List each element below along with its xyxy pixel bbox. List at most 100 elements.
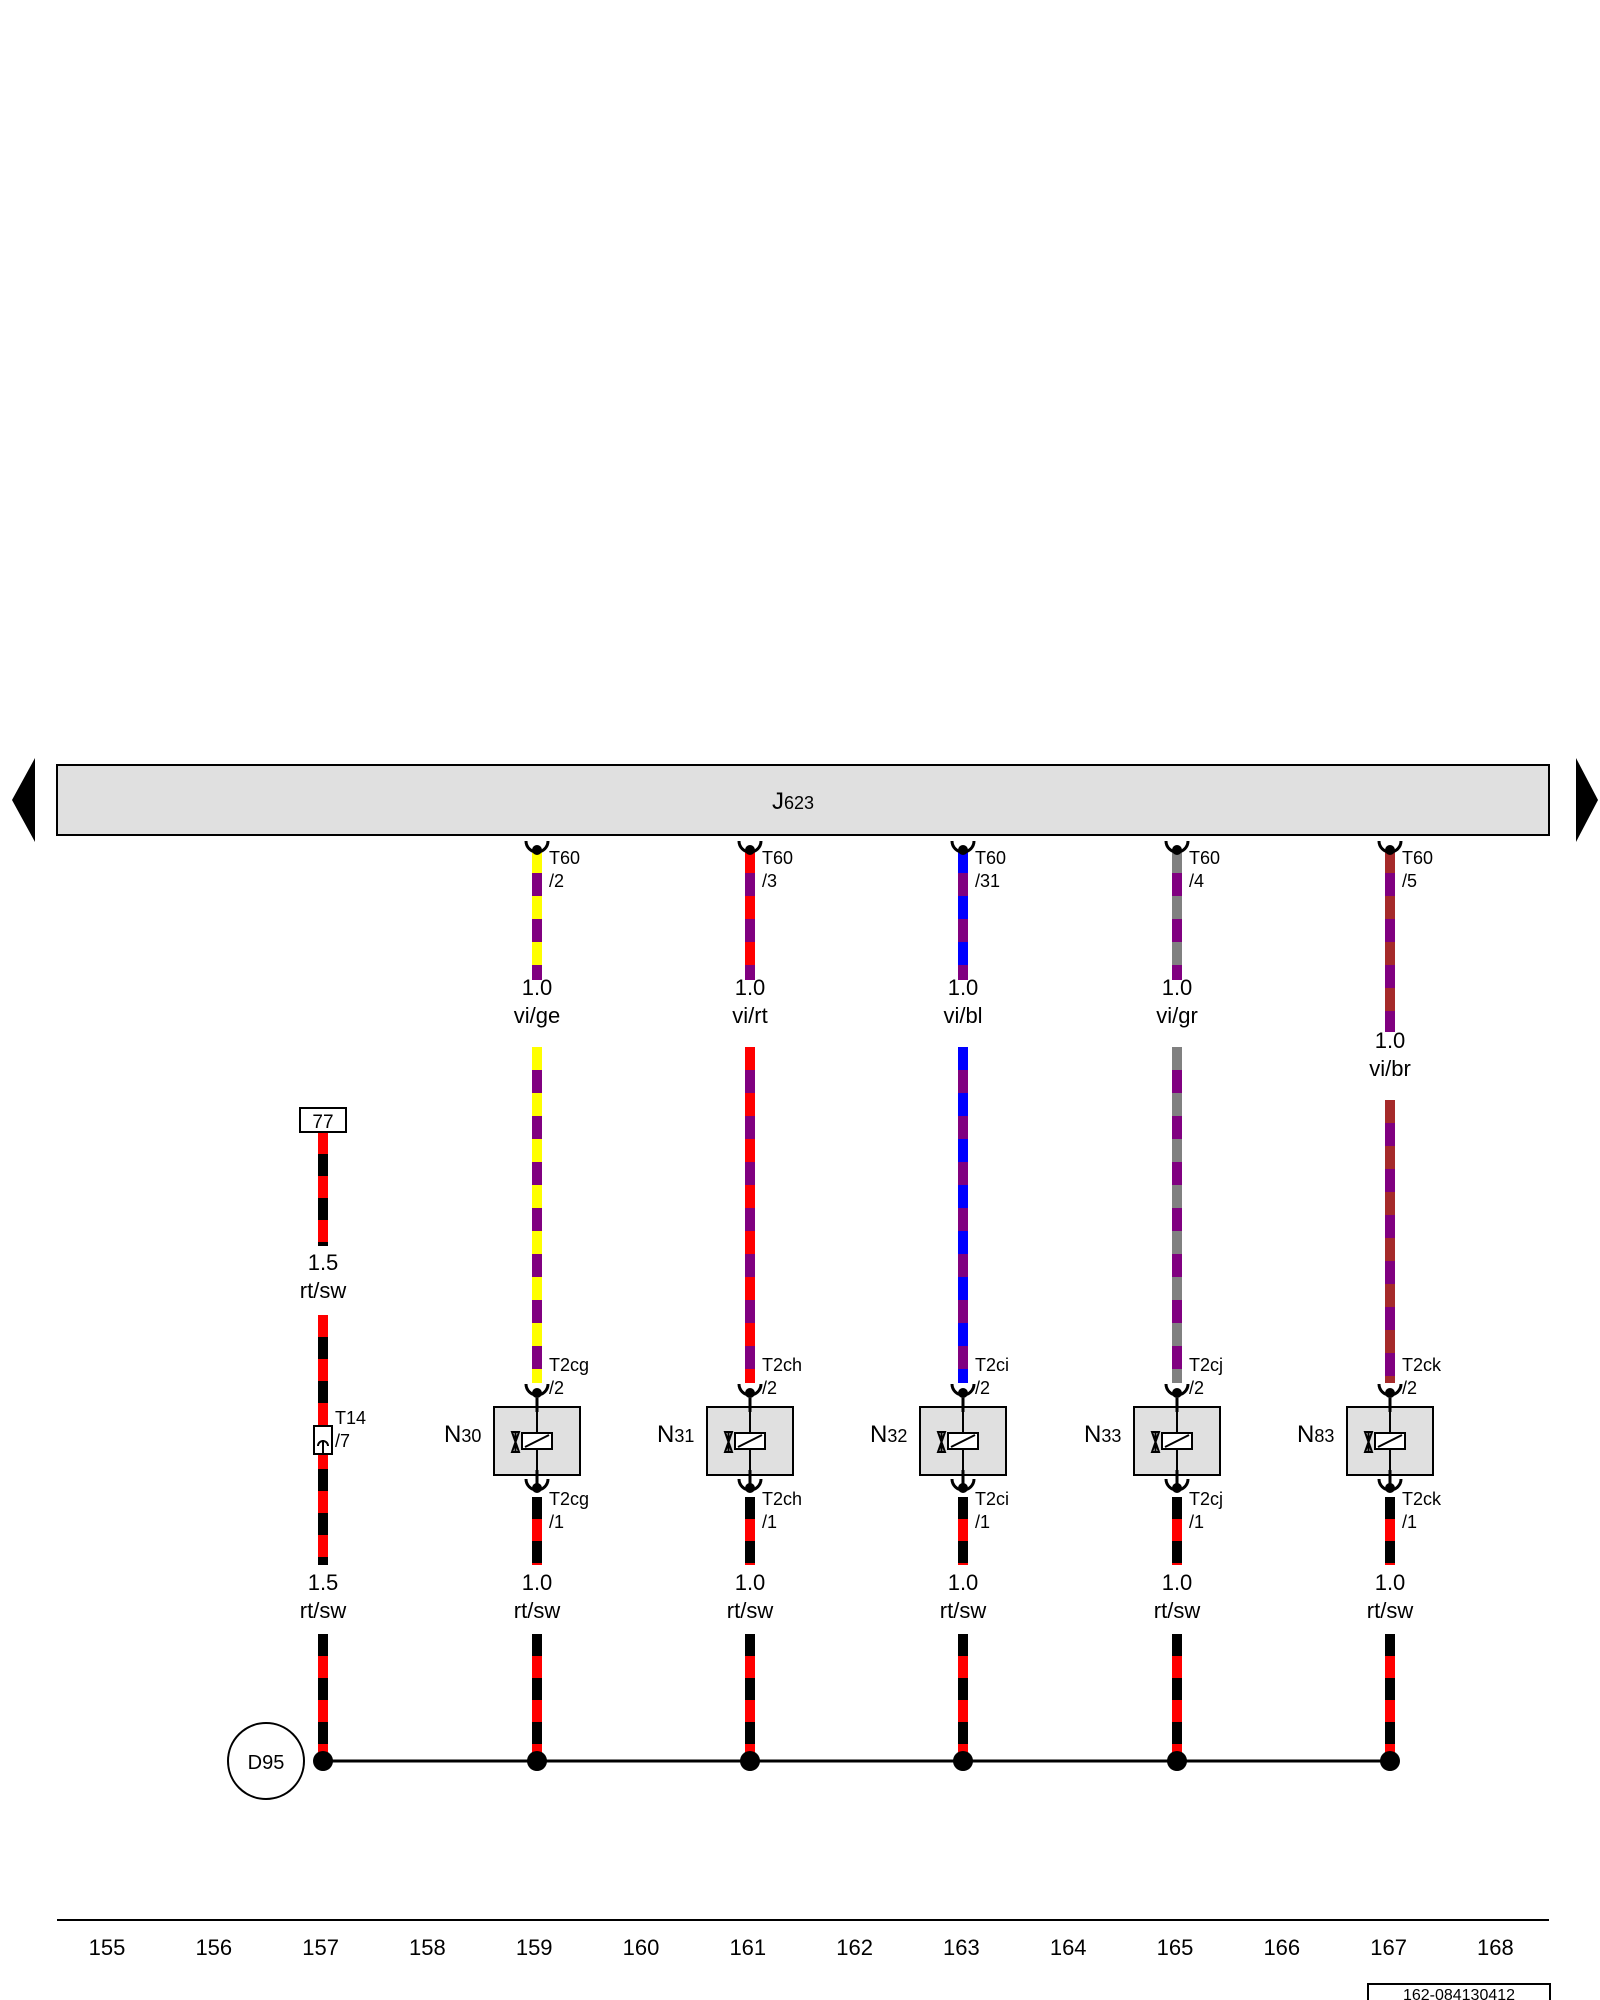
component-connector-top-pin: /2 — [1402, 1378, 1417, 1398]
module-letter: J — [772, 788, 784, 815]
module-connector-83 — [1377, 840, 1403, 855]
component-label: N33 — [1084, 1421, 1121, 1448]
wire-33-lower-long — [1172, 1634, 1182, 1754]
wire-83-upper-bottom — [1385, 1100, 1395, 1383]
component-label: N32 — [870, 1421, 907, 1448]
supply-color-lower: rt/sw — [300, 1598, 347, 1623]
inline-connector-t14 — [313, 1425, 333, 1455]
column-number: 166 — [1263, 1935, 1300, 1960]
supply-size-lower: 1.5 — [308, 1570, 339, 1595]
solenoid-valve-31 — [706, 1398, 794, 1484]
supply-wire-bottom — [318, 1634, 328, 1754]
column-number: 168 — [1477, 1935, 1514, 1960]
wire-83-upper-top — [1385, 850, 1395, 1032]
component-number: 31 — [674, 1426, 694, 1446]
wire-color-lower: rt/sw — [940, 1598, 987, 1623]
component-connector-bottom-83 — [1377, 1478, 1403, 1493]
component-connector-bottom-pin: /1 — [762, 1512, 777, 1532]
wire-color-upper: vi/gr — [1156, 1003, 1198, 1028]
supply-reference-number: 77 — [312, 1112, 333, 1133]
solenoid-valve-icon — [723, 1412, 766, 1470]
component-connector-top-name: T2cj — [1189, 1355, 1223, 1375]
component-number: 33 — [1101, 1426, 1121, 1446]
component-connector-top-83 — [1377, 1383, 1403, 1398]
component-connector-bottom-name: T2ck — [1402, 1489, 1442, 1509]
wire-color-upper: vi/rt — [732, 1003, 767, 1028]
component-connector-top-32 — [950, 1383, 976, 1398]
wire-83-lower-long — [1385, 1634, 1395, 1754]
module-label: J623 — [772, 788, 814, 815]
drawing-id-box — [1367, 1983, 1551, 2000]
wire-size-upper: 1.0 — [522, 975, 553, 1000]
wire-color-upper: vi/ge — [514, 1003, 560, 1028]
module-connector-33 — [1164, 840, 1190, 855]
column-number: 167 — [1370, 1935, 1407, 1960]
component-connector-top-pin: /2 — [549, 1378, 564, 1398]
module-connector-name: T60 — [1189, 848, 1220, 868]
wire-31-lower-short — [745, 1497, 755, 1565]
module-connector-pin: /4 — [1189, 871, 1204, 891]
module-connector-pin: /2 — [549, 871, 564, 891]
labels-layer: T60/21.0vi/geT2cg/2T2cg/11.0rt/swN30T60/… — [300, 848, 1442, 1623]
column-number: 163 — [943, 1935, 980, 1960]
component-connector-bottom-pin: /1 — [549, 1512, 564, 1532]
solenoid-valve-32 — [919, 1398, 1007, 1484]
solenoid-valve-icon — [510, 1412, 553, 1470]
component-connector-top-name: T2ci — [975, 1355, 1009, 1375]
column-number: 161 — [729, 1935, 766, 1960]
control-module-j623 — [56, 764, 1550, 836]
module-connector-32 — [950, 840, 976, 855]
solenoid-valve-33 — [1133, 1398, 1221, 1484]
column-number: 155 — [89, 1935, 126, 1960]
wire-32-lower-long — [958, 1634, 968, 1754]
component-number: 83 — [1314, 1426, 1334, 1446]
column-number: 158 — [409, 1935, 446, 1960]
ground-point-symbol — [227, 1722, 305, 1800]
component-connector-bottom-name: T2ch — [762, 1489, 802, 1509]
drawing-id: 162-084130412 — [1403, 1987, 1515, 2000]
module-connector-pin: /5 — [1402, 871, 1417, 891]
solenoid-valve-30 — [493, 1398, 581, 1484]
wire-size-lower: 1.0 — [1375, 1570, 1406, 1595]
next-page-arrow-icon[interactable] — [1576, 758, 1598, 842]
component-connector-top-name: T2cg — [549, 1355, 589, 1375]
component-connector-top-name: T2ck — [1402, 1355, 1442, 1375]
column-number: 162 — [836, 1935, 873, 1960]
module-connector-name: T60 — [762, 848, 793, 868]
supply-color-upper: rt/sw — [300, 1278, 347, 1303]
wire-30-upper-bottom — [532, 1047, 542, 1383]
module-connector-pin: /31 — [975, 871, 1000, 891]
component-number: 30 — [461, 1426, 481, 1446]
wire-color-lower: rt/sw — [1154, 1598, 1201, 1623]
wire-color-lower: rt/sw — [1367, 1598, 1414, 1623]
module-connector-30 — [524, 840, 550, 855]
wire-size-lower: 1.0 — [735, 1570, 766, 1595]
solenoid-valve-icon — [936, 1412, 979, 1470]
wire-32-upper-top — [958, 850, 968, 980]
supply-connector-pin: /7 — [335, 1431, 350, 1451]
component-connector-bottom-30 — [524, 1478, 550, 1493]
component-letter: N — [1084, 1421, 1101, 1448]
component-connector-top-pin: /2 — [762, 1378, 777, 1398]
wire-color-lower: rt/sw — [514, 1598, 561, 1623]
component-connector-top-33 — [1164, 1383, 1190, 1398]
wire-size-upper: 1.0 — [948, 975, 979, 1000]
previous-page-arrow-icon[interactable] — [12, 758, 35, 842]
wire-31-lower-long — [745, 1634, 755, 1754]
component-connector-bottom-name: T2ci — [975, 1489, 1009, 1509]
component-connector-bottom-33 — [1164, 1478, 1190, 1493]
module-connector-name: T60 — [975, 848, 1006, 868]
component-connector-bottom-name: T2cg — [549, 1489, 589, 1509]
wire-32-upper-bottom — [958, 1047, 968, 1383]
wire-33-lower-short — [1172, 1497, 1182, 1565]
component-connector-bottom-name: T2cj — [1189, 1489, 1223, 1509]
supply-connector-name: T14 — [335, 1408, 366, 1428]
supply-reference-box — [299, 1107, 347, 1133]
component-connector-bottom-pin: /1 — [1189, 1512, 1204, 1532]
supply-wire-top — [318, 1132, 328, 1246]
wire-color-upper: vi/br — [1369, 1056, 1411, 1081]
wire-size-upper: 1.0 — [1162, 975, 1193, 1000]
column-number: 159 — [516, 1935, 553, 1960]
wire-size-upper: 1.0 — [1375, 1028, 1406, 1053]
